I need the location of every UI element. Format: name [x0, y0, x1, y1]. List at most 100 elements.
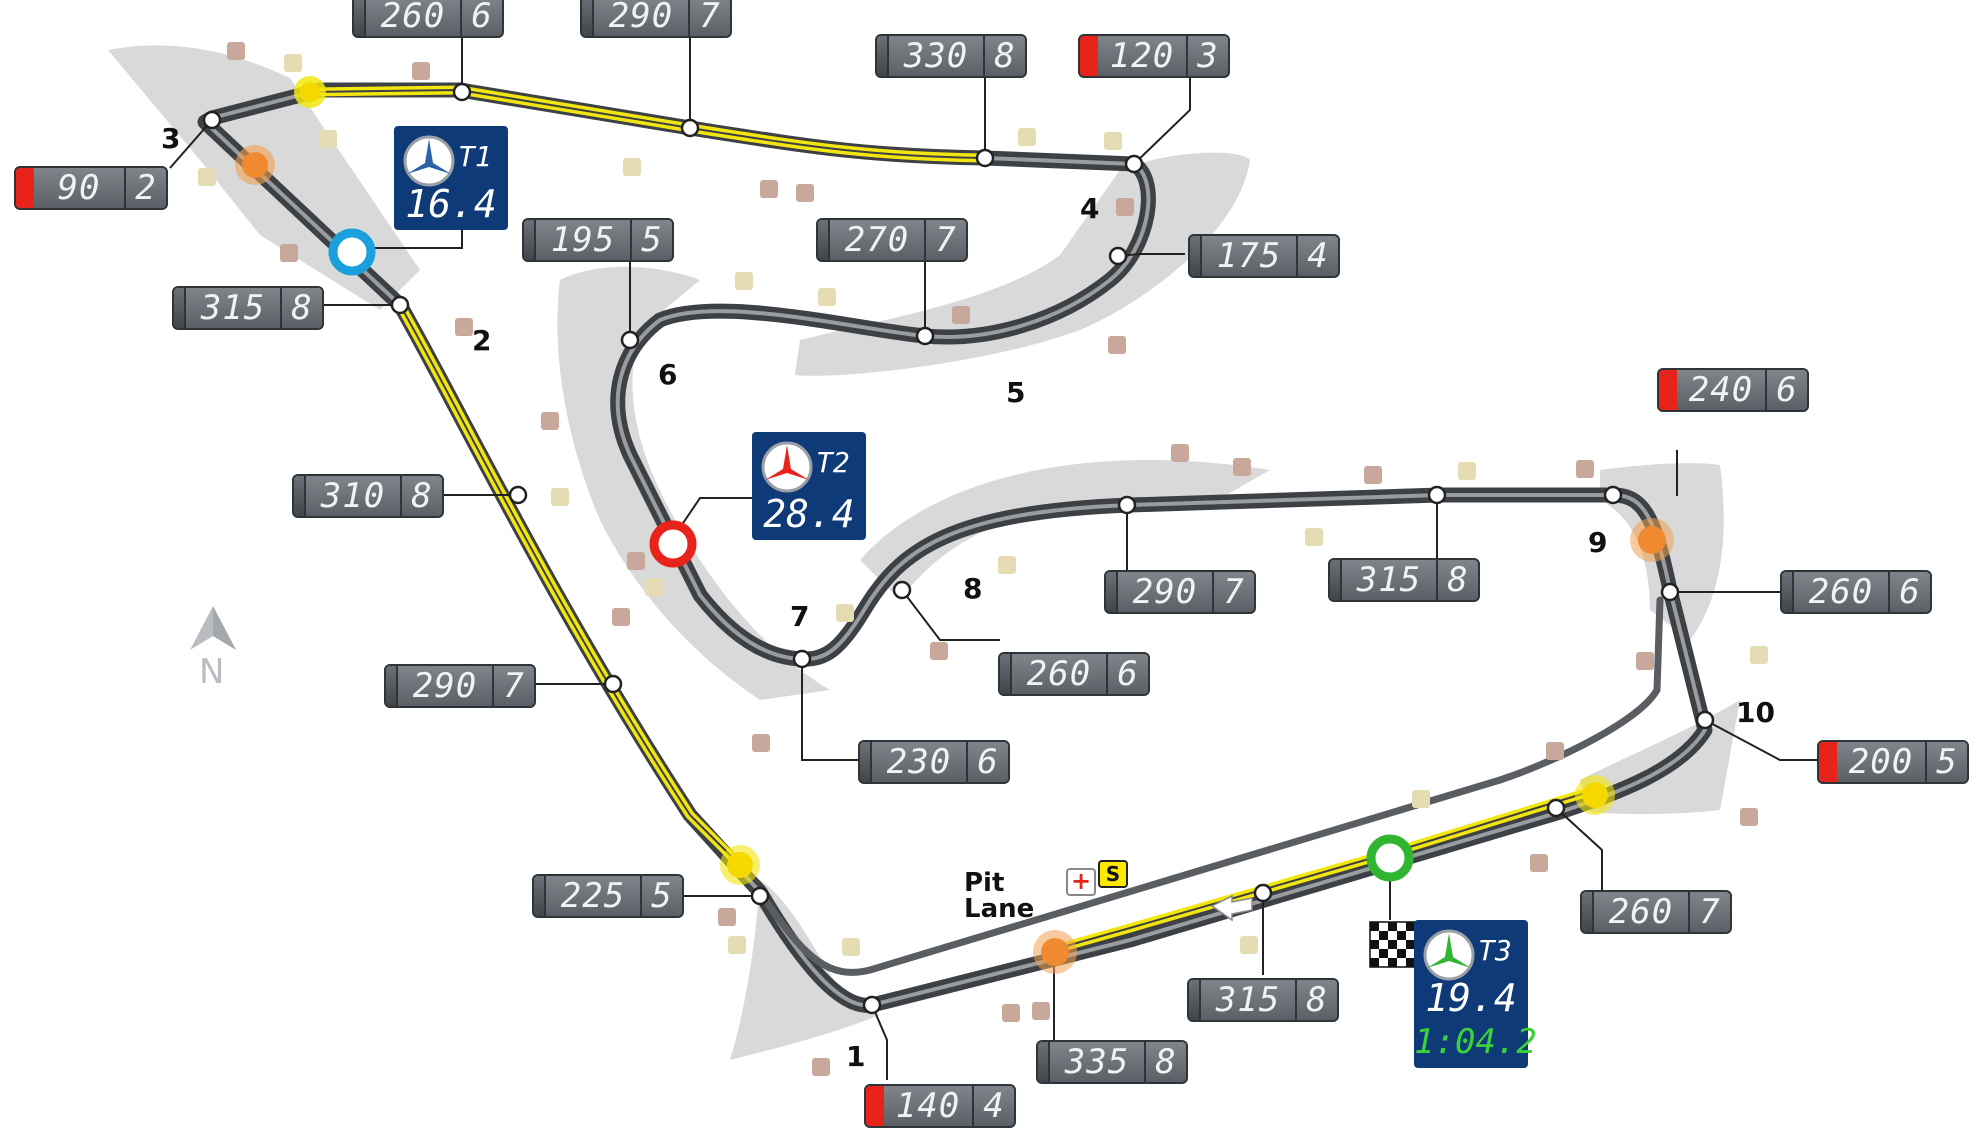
- braking-indicator: [1819, 742, 1837, 782]
- box-edge: [1782, 572, 1794, 612]
- flag-square: [1379, 931, 1388, 940]
- turn-number-6: 6: [658, 358, 678, 391]
- gear-value: 7: [1214, 572, 1254, 612]
- box-edge: [174, 288, 186, 328]
- marker-square: [1240, 936, 1258, 954]
- runoff-area-turn8: [860, 460, 1270, 600]
- marker-square: [627, 552, 645, 570]
- marker-square: [1458, 462, 1476, 480]
- marker-square: [455, 318, 473, 336]
- speed-value: 290: [1118, 572, 1214, 612]
- marker-square: [952, 306, 970, 324]
- speed-value: 230: [872, 742, 968, 782]
- marker-square: [227, 42, 245, 60]
- marker-square: [280, 244, 298, 262]
- turn-number-4: 4: [1080, 192, 1100, 225]
- gear-value: 4: [1298, 236, 1338, 276]
- leader-line: [901, 589, 1000, 641]
- track-node: [862, 995, 882, 1015]
- flag-square: [1397, 949, 1406, 958]
- sector1-time: 16.4: [405, 182, 497, 226]
- safety-car-badge: S: [1098, 860, 1128, 888]
- box-edge: [877, 36, 889, 76]
- sector-rings: [328, 228, 1414, 882]
- braking-indicator: [866, 1086, 884, 1126]
- braking-indicator: [1080, 36, 1098, 76]
- turn-number-8: 8: [963, 572, 983, 605]
- track-node: [508, 485, 528, 505]
- track-node: [1546, 798, 1566, 818]
- marker-square: [1104, 132, 1122, 150]
- track-node: [1253, 883, 1273, 903]
- box-edge: [860, 742, 872, 782]
- marker-square: [1364, 466, 1382, 484]
- box-edge: [818, 220, 830, 260]
- marker-square: [1412, 790, 1430, 808]
- medical-cross-icon: +: [1066, 868, 1096, 896]
- box-edge: [354, 0, 366, 36]
- gear-value: 3: [1188, 36, 1228, 76]
- turn-number-3: 3: [161, 122, 181, 155]
- turn-number-5: 5: [1006, 376, 1026, 409]
- turn-number-7: 7: [790, 600, 810, 633]
- box-edge: [582, 0, 594, 36]
- flag-square: [1397, 940, 1406, 949]
- pit-lane-label-line1: Pit: [964, 868, 1005, 898]
- speed-value: 240: [1677, 370, 1767, 410]
- box-edge: [386, 666, 398, 706]
- sector3-panel: T3 19.4 1:04.2: [1414, 920, 1537, 1068]
- flag-square: [1388, 958, 1397, 967]
- gear-value: 6: [1767, 370, 1807, 410]
- box-edge: [1038, 1042, 1050, 1082]
- gear-value: 6: [1108, 654, 1148, 694]
- gear-value: 7: [690, 0, 730, 36]
- flag-square: [1388, 949, 1397, 958]
- north-label: N: [199, 652, 225, 692]
- sector2-label: T2: [816, 446, 850, 479]
- box-edge: [524, 220, 536, 260]
- marker-square: [1032, 1002, 1050, 1020]
- lap-time: 1:04.2: [1414, 1022, 1537, 1062]
- speed-value: 290: [398, 666, 494, 706]
- gear-value: 6: [968, 742, 1008, 782]
- speed-value: 260: [366, 0, 462, 36]
- leader-line: [871, 1004, 888, 1080]
- north-arrow-icon: [190, 606, 236, 650]
- sector1-ring: [328, 228, 376, 276]
- marker-square: [1530, 854, 1548, 872]
- marker-square: [1171, 444, 1189, 462]
- track-node: [1427, 485, 1447, 505]
- marker-square: [1018, 128, 1036, 146]
- mercedes-logo-icon: [403, 135, 455, 187]
- flag-square: [1406, 940, 1415, 949]
- track-node: [915, 326, 935, 346]
- sector3-time: 19.4: [1425, 976, 1517, 1020]
- marker-square: [1233, 458, 1251, 476]
- speed-value: 175: [1202, 236, 1298, 276]
- leader-line: [169, 119, 213, 169]
- marker-square: [1546, 742, 1564, 760]
- flag-square: [1370, 940, 1379, 949]
- marker-square: [612, 608, 630, 626]
- speed-value: 315: [186, 288, 282, 328]
- marker-square: [319, 130, 337, 148]
- drs-activation-point: [1638, 526, 1666, 554]
- turn-number-2: 2: [472, 324, 492, 357]
- drs-markers: [235, 76, 1674, 974]
- marker-square: [541, 412, 559, 430]
- pit-direction-arrow-icon: [1210, 894, 1253, 922]
- mercedes-logo-icon: [761, 441, 813, 493]
- track-node: [680, 118, 700, 138]
- gear-value: 7: [1690, 892, 1730, 932]
- gear-value: 6: [462, 0, 502, 36]
- speed-value: 90: [34, 168, 126, 208]
